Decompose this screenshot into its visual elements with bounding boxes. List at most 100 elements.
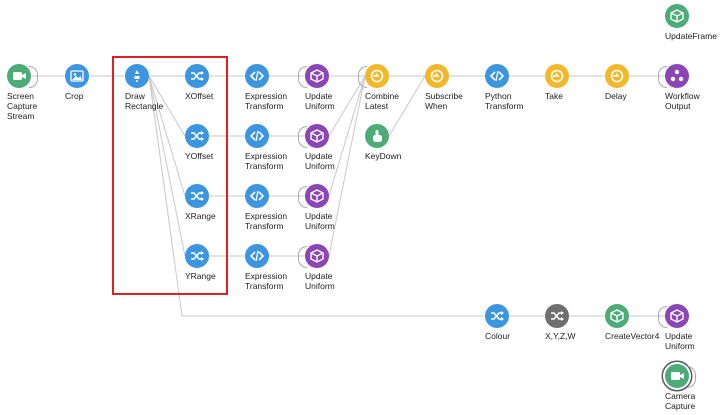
update-uniform-node-5-label-line: Update [665,331,693,341]
yoffset-node-label-line: YOffset [185,151,214,161]
expression-transform-node-4[interactable] [245,244,269,268]
camera-capture-node-label-line: Camera [665,391,696,401]
update-uniform-node-1-label-line: Update [305,91,333,101]
expression-transform-node-2-label-line: Expression [245,151,288,161]
screen-capture-stream-node-label-line: Screen [7,91,34,101]
combine-latest-node[interactable] [358,64,389,88]
edge-draw-rectangle-to-xrange [148,75,186,197]
update-frame-node-label-line: UpdateFrame [665,31,717,41]
expression-transform-node-2[interactable] [245,124,269,148]
edge-keydown-to-subscribe [388,75,426,137]
selection-rectangle [112,56,228,295]
workflow-output-node-label-line: Workflow [665,91,700,101]
yrange-node-label-line: YRange [185,271,216,281]
camera-capture-node[interactable] [665,364,696,388]
expression-transform-node-2-label-line: Transform [245,161,284,171]
keydown-node-label: KeyDown [365,151,401,161]
update-frame-node-label: UpdateFrame [665,31,717,41]
draw-rectangle-node-label-line: Draw [125,91,145,101]
edge-draw-rectangle-to-yrange [148,75,186,257]
edge-draw-rectangle-to-yoffset [148,75,186,137]
subscribe-when-node[interactable] [425,64,449,88]
combine-latest-node-label-line: Combine [365,91,400,101]
xoffset-node[interactable] [185,64,209,88]
update-uniform-node-4[interactable] [298,244,329,268]
colour-node-label-line: Colour [485,331,511,341]
expression-transform-node-1[interactable] [245,64,269,88]
expression-transform-node-1-label-line: Expression [245,91,288,101]
update-uniform-node-4-label-line: Update [305,271,333,281]
update-uniform-node-2[interactable] [298,124,329,148]
yrange-node-label: YRange [185,271,216,281]
expression-transform-node-3-label-line: Expression [245,211,288,221]
update-uniform-node-4-label-line: Uniform [305,281,335,291]
expression-transform-node-3-label-line: Transform [245,221,284,231]
expression-transform-node-3[interactable] [245,184,269,208]
python-transform-node-label-line: Python [485,91,512,101]
delay-node-label: Delay [605,91,627,101]
delay-node-label-line: Delay [605,91,627,101]
xyzw-node-label-line: X,Y,Z,W [545,331,576,341]
expression-transform-node-4-label-line: Expression [245,271,288,281]
keydown-node-label-line: KeyDown [365,151,402,161]
update-uniform-node-5[interactable] [658,304,689,328]
crop-node-label: Crop [65,91,83,101]
xyzw-node-label: X,Y,Z,W [545,331,576,341]
take-node-label: Take [545,91,563,101]
xrange-node-label-line: XRange [185,211,216,221]
take-node-label-line: Take [545,91,563,101]
take-node[interactable] [545,64,569,88]
create-vector4-node[interactable] [605,304,629,328]
update-uniform-node-3-label-line: Update [305,211,333,221]
yrange-node[interactable] [185,244,209,268]
yoffset-node-label: YOffset [185,151,213,161]
colour-node-label: Colour [485,331,510,341]
crop-node[interactable] [65,64,89,88]
screen-capture-stream-node[interactable] [7,64,38,88]
xoffset-node-label-line: XOffset [185,91,214,101]
update-uniform-node-1-label-line: Uniform [305,101,335,111]
screen-capture-stream-node-label-line: Capture [7,101,38,111]
delay-node[interactable] [605,64,629,88]
subscribe-when-node-label-line: When [425,101,448,111]
subscribe-when-node-label-line: Subscribe [425,91,463,101]
draw-rectangle-node[interactable] [125,64,149,88]
edge-draw-rectangle-to-colour [148,75,485,317]
draw-rectangle-node-label-line: Rectangle [125,101,164,111]
colour-node[interactable] [485,304,509,328]
xyzw-node[interactable] [545,304,569,328]
update-uniform-node-3[interactable] [298,184,329,208]
update-uniform-node-5-label-line: Uniform [665,341,695,351]
camera-capture-node-label-line: Capture [665,401,696,411]
update-uniform-node-2-label-line: Update [305,151,333,161]
combine-latest-node-label-line: Latest [365,101,389,111]
expression-transform-node-1-label-line: Transform [245,101,284,111]
update-uniform-node-1[interactable] [298,64,329,88]
xrange-node[interactable] [185,184,209,208]
expression-transform-node-4-label-line: Transform [245,281,284,291]
edge-uu4-to-combine [328,75,366,257]
workflow-output-node[interactable] [658,64,689,88]
update-frame-node[interactable] [665,4,689,28]
update-uniform-node-2-label-line: Uniform [305,161,335,171]
yoffset-node[interactable] [185,124,209,148]
update-uniform-node-3-label-line: Uniform [305,221,335,231]
python-transform-node[interactable] [485,64,509,88]
keydown-node[interactable] [365,124,389,148]
screen-capture-stream-node-label-line: Stream [7,111,35,121]
